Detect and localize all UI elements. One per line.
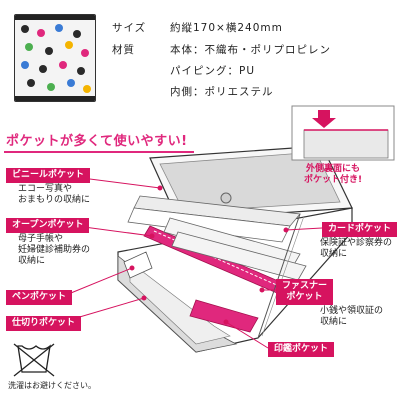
- desc-line: エコー写真や: [18, 184, 73, 194]
- tag-card-pocket: カードポケット: [322, 222, 398, 237]
- tag-open-pocket: オープンポケット: [6, 218, 90, 233]
- product-thumbnail: [14, 14, 96, 102]
- desc-vinyl-pocket: エコー写真や おまもりの収納に: [18, 184, 90, 206]
- tag-seal-pocket: 印鑑ポケット: [268, 342, 335, 357]
- tag-divider-pocket: 仕切りポケット: [6, 316, 82, 331]
- spec-row-lining: 内側：ポリエステル: [112, 84, 274, 99]
- desc-line: 妊婦健診補助券の: [18, 245, 91, 255]
- tag-vinyl-pocket: ビニールポケット: [6, 168, 91, 183]
- outer-note-line2: ポケット付き!: [304, 175, 363, 185]
- desc-line: 保険証や診察券の: [320, 238, 393, 248]
- tag-line: ポケット: [286, 292, 323, 302]
- spec-row-piping: パイピング：PU: [112, 63, 255, 78]
- desc-line: おまもりの収納に: [18, 195, 91, 205]
- spec-value: 約縦170×横240mm: [170, 22, 283, 34]
- desc-zipper-pocket: 小銭や領収証の 収納に: [320, 306, 383, 328]
- tag-line: ファスナー: [282, 281, 328, 291]
- thumb-top-band: [15, 15, 95, 20]
- desc-line: 収納に: [320, 249, 348, 259]
- desc-open-pocket: 母子手帳や 妊婦健診補助券の 収納に: [18, 234, 90, 267]
- tag-zipper-pocket: ファスナー ポケット: [276, 279, 334, 305]
- headline-underline: [4, 151, 194, 153]
- spec-key: サイズ: [112, 22, 147, 34]
- tag-pen-pocket: ペンポケット: [6, 290, 73, 305]
- desc-line: 小銭や領収証の: [320, 306, 384, 316]
- spec-row-size: サイズ 約縦170×横240mm: [112, 20, 283, 35]
- spec-value: 本体：不織布・ポリプロピレン: [170, 44, 331, 56]
- desc-line: 母子手帳や: [18, 234, 64, 244]
- desc-line: 収納に: [18, 256, 46, 266]
- desc-line: 収納に: [320, 317, 348, 327]
- thumb-bottom-band: [15, 96, 95, 101]
- outer-note-line1: 外側裏面にも: [306, 164, 361, 174]
- outer-note: 外側裏面にも ポケット付き!: [304, 164, 362, 186]
- spec-value: 内側：ポリエステル: [170, 86, 274, 98]
- desc-card-pocket: 保険証や診察券の 収納に: [320, 238, 392, 260]
- spec-value: パイピング：PU: [170, 65, 256, 77]
- wash-note: 洗濯はお避けください。: [8, 381, 96, 390]
- spec-row-material: 材質 本体：不織布・ポリプロピレン: [112, 42, 331, 57]
- spec-key: 材質: [112, 44, 135, 56]
- headline: ポケットが多くて使いやすい!: [6, 134, 188, 149]
